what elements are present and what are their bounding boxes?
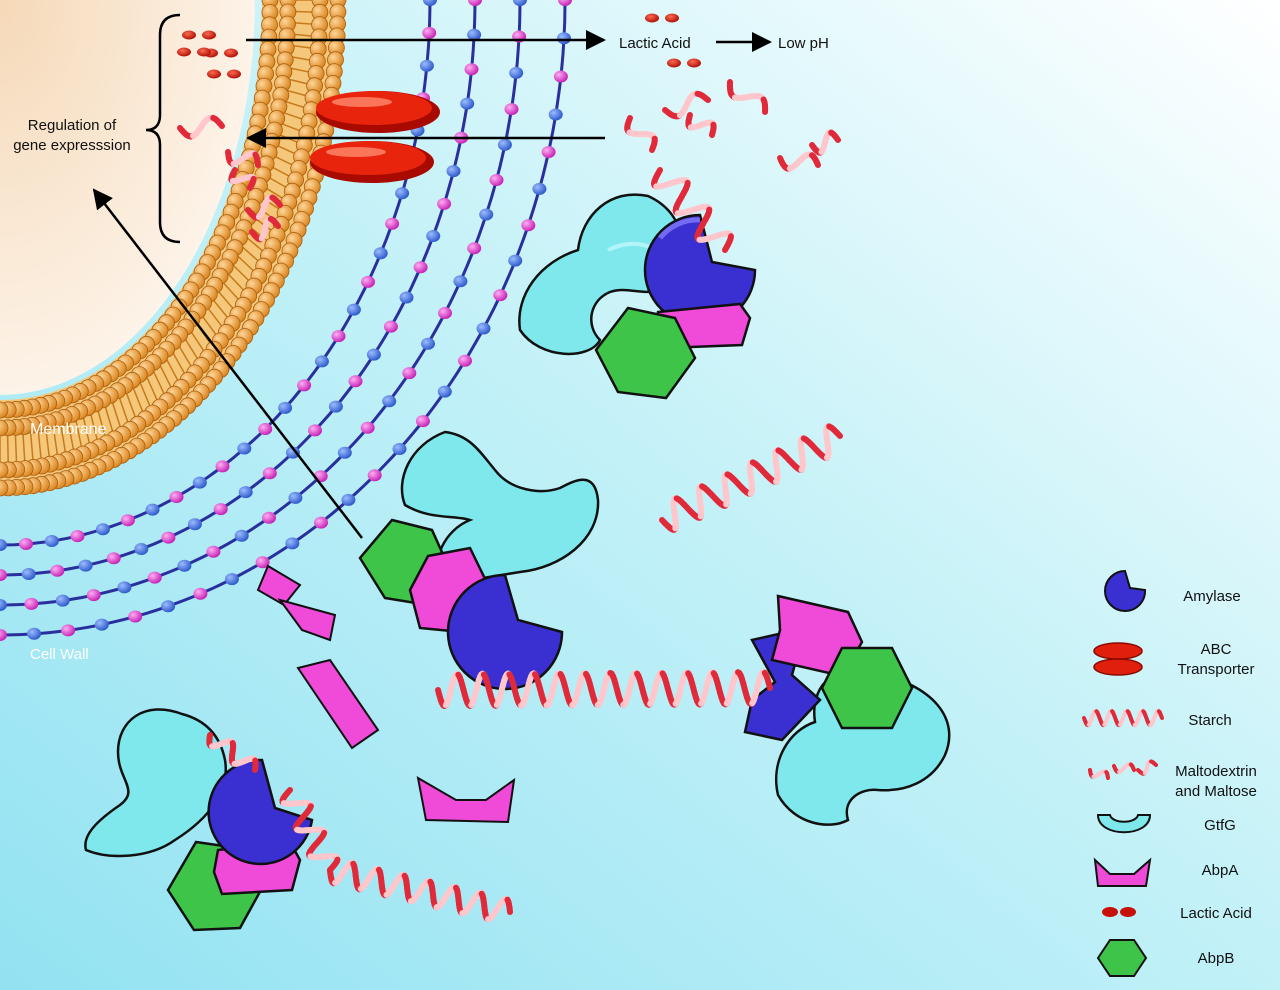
- complex-1: [518, 193, 757, 400]
- lactic-acid-label: Lactic Acid: [619, 35, 691, 52]
- cell-wall-label: Cell Wall: [30, 646, 89, 663]
- legend-label-malto-line2: and Maltose: [1175, 783, 1257, 800]
- membrane-bilayer: [0, 0, 347, 497]
- cytoplasm: [0, 0, 255, 395]
- gtfg-icon: [1096, 814, 1152, 834]
- amylase-icon: [1104, 569, 1147, 612]
- free-abpa: [256, 564, 516, 824]
- regulation-label-line2: gene expresssion: [13, 137, 131, 154]
- regulation-label-line1: Regulation of: [28, 117, 117, 134]
- low-ph-label: Low pH: [778, 35, 829, 52]
- lactic-acid-molecules: [177, 13, 701, 79]
- legend-label-abc-line1: ABC: [1201, 641, 1232, 658]
- legend-label-abc-line2: Transporter: [1178, 661, 1255, 678]
- legend-label-abpb: AbpB: [1198, 950, 1235, 967]
- complex-3: [743, 594, 951, 826]
- regulation-bracket: [145, 13, 181, 244]
- abc-transporter: [310, 91, 440, 183]
- starch-icon: [1082, 709, 1164, 727]
- legend-label-amylase: Amylase: [1183, 588, 1241, 605]
- legend-label-starch: Starch: [1188, 712, 1231, 729]
- complex-4: [84, 708, 314, 932]
- legend-label-abpa: AbpA: [1202, 862, 1239, 879]
- legend-label-malto-line1: Maltodextrin: [1175, 763, 1257, 780]
- regulation-signal-arrow: [92, 188, 363, 539]
- maltodextrin-fragments: [177, 79, 841, 243]
- legend: Amylase ABC Transporter Starch Maltodext…: [1082, 569, 1257, 977]
- abc-transporter-icon: [1093, 642, 1143, 676]
- arrows: [92, 30, 772, 539]
- maltodextrin-icon: [1088, 759, 1158, 780]
- membrane-label: Membrane: [30, 421, 107, 438]
- lactic-acid-icon: [1102, 907, 1136, 917]
- abpb-icon: [1096, 939, 1148, 977]
- abpa-icon: [1093, 857, 1152, 887]
- complex-2: [358, 430, 600, 691]
- legend-label-gtfg: GtfG: [1204, 817, 1236, 834]
- legend-label-lactic: Lactic Acid: [1180, 905, 1252, 922]
- starch-helices: [206, 167, 843, 923]
